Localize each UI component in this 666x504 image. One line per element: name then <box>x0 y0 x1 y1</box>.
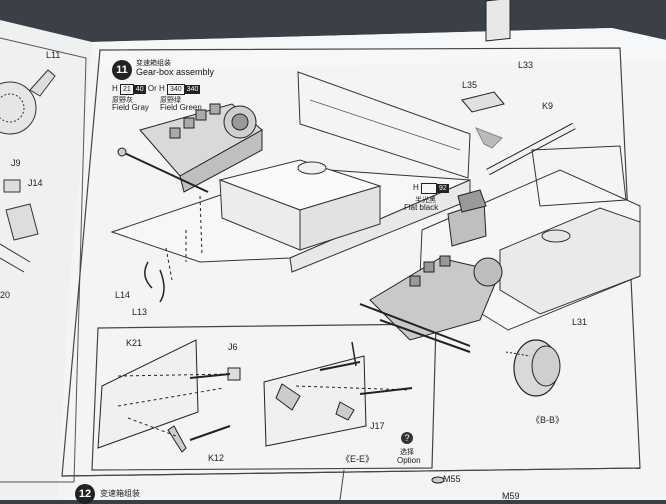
paint-black-cn: 半光黑 <box>415 197 436 204</box>
option-label-cn: 选择 <box>400 449 414 456</box>
paint-gray-en: Field Gray <box>112 103 149 112</box>
paint-code-box-dark: 92 <box>437 184 449 193</box>
part-label-j6: J6 <box>228 342 238 352</box>
step-title-en: Gear-box assembly <box>136 67 215 77</box>
part-label-l11: L11 <box>46 50 61 60</box>
part-label-k12: K12 <box>208 453 225 463</box>
part-label-l14: L14 <box>115 290 131 300</box>
part-label-m55: M55 <box>443 474 461 484</box>
step-title-cn: 变速箱组装 <box>136 60 171 67</box>
part-label-l31: L31 <box>572 317 588 327</box>
part-label-20: 20 <box>0 290 11 300</box>
paint-code-box: 21 <box>120 84 134 95</box>
part-label-l13: L13 <box>132 307 148 317</box>
option-label-en: Option <box>397 456 421 465</box>
paint-or-text: Or <box>147 84 157 93</box>
paint-h-prefix: H <box>158 84 165 93</box>
step-12-number: 12 <box>75 484 95 504</box>
paint-code-box-dark: 40 <box>133 85 146 94</box>
part-label-j17: J17 <box>370 421 385 431</box>
part-label-l35: L35 <box>462 80 478 90</box>
paint-green-cn: 原野绿 <box>160 97 181 104</box>
part-label-k9: K9 <box>542 101 554 111</box>
paint-h-prefix: H <box>413 183 419 192</box>
part-label-j9: J9 <box>11 158 21 168</box>
paint-black-en: Flat black <box>404 203 439 212</box>
paint-gray-cn: 原野灰 <box>112 97 133 104</box>
part-label-k21: K21 <box>126 338 143 348</box>
view-label-bb: 《B-B》 <box>531 415 565 425</box>
paint-code-box-dark: 340 <box>184 85 201 94</box>
view-label-ee: 《E-E》 <box>341 454 375 464</box>
step-12-title-cn: 变速箱组装 <box>100 489 140 498</box>
paint-h-prefix: H <box>112 84 118 93</box>
part-label-l33: L33 <box>518 60 534 70</box>
paint-code-flat-black: H 92 <box>413 183 449 194</box>
paint-code-box: 340 <box>166 84 185 95</box>
part-label-j14: J14 <box>28 178 43 188</box>
step-number: 11 <box>112 60 132 80</box>
part-label-m59: M59 <box>502 491 520 501</box>
paint-green-en: Field Green <box>160 103 202 112</box>
question-icon: ? <box>401 432 413 444</box>
